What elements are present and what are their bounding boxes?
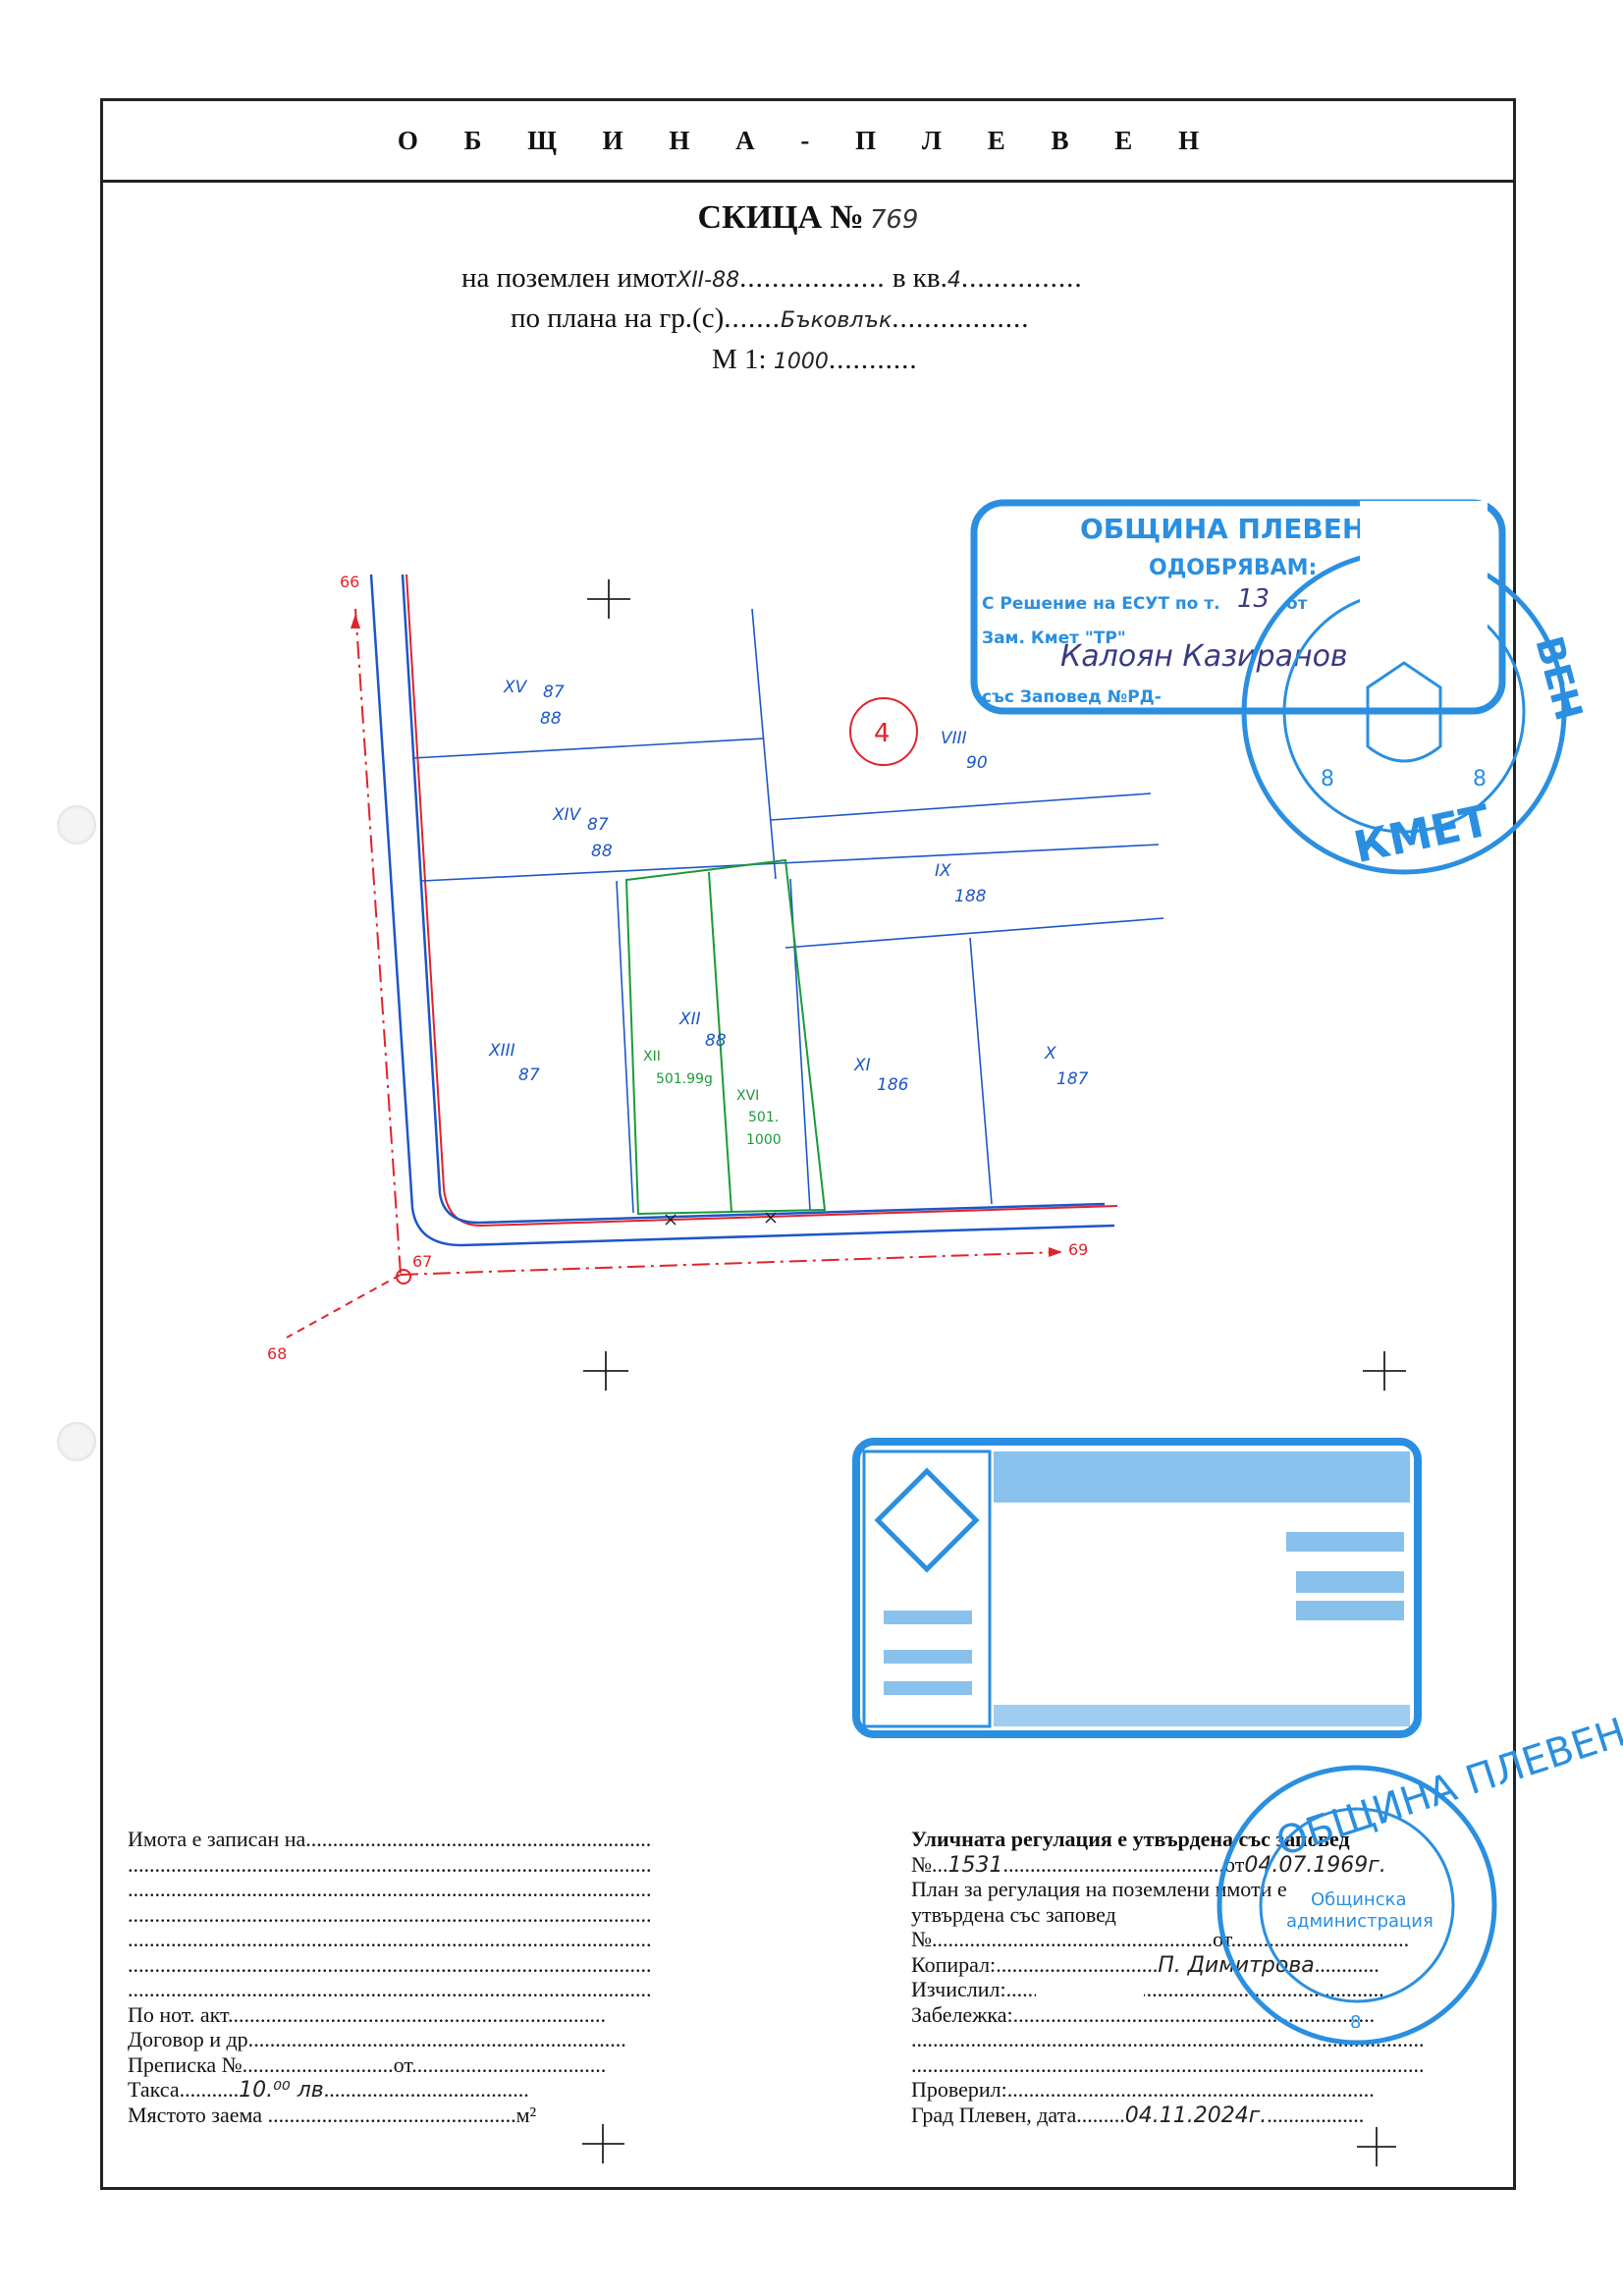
grid-cross-icon (582, 579, 1406, 2166)
quarter-number: 4 (874, 719, 891, 748)
seal-digit: 8 (1321, 767, 1334, 792)
street-axis-red-line (400, 1251, 1061, 1276)
order-number: 1531 (947, 1852, 1003, 1878)
parcel-number: 187 (1056, 1069, 1089, 1089)
seal-digit: 8 (1350, 2012, 1361, 2033)
redaction-box (1136, 1547, 1283, 1674)
parcel-number: 87 (543, 683, 565, 702)
parcel-number: 88 (705, 1031, 727, 1051)
parcel-boundary (751, 608, 777, 880)
parcel-label: XIII (488, 1041, 515, 1061)
coat-of-arms-icon (1366, 661, 1442, 763)
parcel-green-label: 1000 (746, 1132, 782, 1148)
left-info-block: Имота е записан на......................… (128, 1827, 653, 2127)
stamp-text: Зам. Кмет "ТР" (982, 629, 1126, 648)
seal-center-text: Общинска (1311, 1889, 1407, 1910)
fee-value: 10.⁰⁰ лв (239, 2078, 324, 2103)
quarter-value: 4 (947, 268, 961, 293)
order-date: 04.07.1969г. (1244, 1852, 1386, 1878)
stamp-item-number: 13 (1237, 584, 1270, 614)
sketch-number: 769 (869, 205, 919, 235)
plan-value: Бъковлък (781, 308, 893, 333)
property-value: XII-88 (676, 268, 740, 293)
punch-hole (57, 805, 96, 845)
parcel-label: XI (853, 1056, 871, 1075)
stamp-text: С Решение на ЕСУТ по т. (982, 594, 1220, 614)
point-label: 69 (1068, 1240, 1088, 1259)
scale-line: М 1: 1000........... (712, 344, 918, 375)
street-boundary-line (369, 574, 1115, 1247)
right-info-block: Уличната регулация е утвърдена със запов… (911, 1827, 1425, 2128)
parcel-boundary (969, 937, 993, 1205)
parcel-green-label: 501.99g (656, 1071, 713, 1087)
parcel-green-line (708, 871, 732, 1213)
parcel-label: IX (935, 861, 951, 881)
parcel-green-label: XVI (736, 1088, 759, 1104)
quarter-circle (849, 697, 918, 766)
signature: Калоян Казиранов (1060, 639, 1348, 674)
parcel-boundary (616, 880, 634, 1214)
stamp-title: ОБЩИНА ПЛЕВЕН (1080, 513, 1365, 545)
seal-center-text: администрация (1286, 1911, 1434, 1932)
issue-date: 04.11.2024г. (1124, 2103, 1268, 2128)
arrow-icon (1049, 1247, 1062, 1257)
street-boundary-line (401, 574, 1106, 1225)
parcel-label: X (1044, 1044, 1056, 1064)
parcel-green-label: 501. (748, 1110, 779, 1125)
parcel-number: 88 (591, 842, 613, 861)
parcel-label: XV (503, 678, 528, 697)
parcel-number: 87 (587, 815, 609, 835)
point-label: 68 (267, 1344, 287, 1363)
parcel-boundary (784, 917, 1164, 949)
parcel-label: XII (678, 1010, 701, 1029)
redaction-box (1036, 1974, 1144, 2013)
parcel-label: VIII (941, 729, 967, 748)
municipality-title: О Б Щ И Н А - П Л Е В Е Н (397, 125, 1219, 155)
point-label: 67 (412, 1252, 432, 1271)
parcel-number: 88 (540, 709, 562, 729)
parcel-number: 90 (966, 753, 988, 773)
stamp-text: ОДОБРЯВАМ: (1149, 556, 1317, 580)
parcel-green-label: XII (643, 1049, 661, 1065)
punch-hole (57, 1422, 96, 1461)
parcel-number: 186 (877, 1075, 909, 1095)
point-67-marker (396, 1269, 411, 1285)
property-line: на поземлен имотXII-88..................… (461, 262, 1083, 294)
parcel-label: XIV (552, 805, 582, 825)
header-band: О Б Щ И Н А - П Л Е В Е Н (103, 101, 1513, 183)
redaction-box (1360, 501, 1488, 638)
point-label: 66 (340, 573, 359, 591)
arrow-icon (351, 614, 360, 629)
stamp-text: със Заповед №РД- (982, 687, 1162, 707)
street-axis-red-line (354, 608, 402, 1276)
seal-digit: 8 (1473, 767, 1487, 792)
seal-text: ОБЩИНА ПЛЕВЕН (1271, 1710, 1623, 1865)
parcel-boundary (421, 844, 1160, 882)
scale-value: 1000 (773, 350, 829, 374)
plan-line: по плана на гр.(с).......Бъковлък.......… (511, 302, 1030, 334)
parcel-boundary (770, 793, 1152, 821)
parcel-number: 188 (954, 887, 987, 906)
parcel-green-outline (624, 858, 827, 1216)
parcel-number: 87 (518, 1066, 540, 1085)
agency-logo-icon (874, 1467, 980, 1573)
parcel-boundary (411, 738, 765, 759)
